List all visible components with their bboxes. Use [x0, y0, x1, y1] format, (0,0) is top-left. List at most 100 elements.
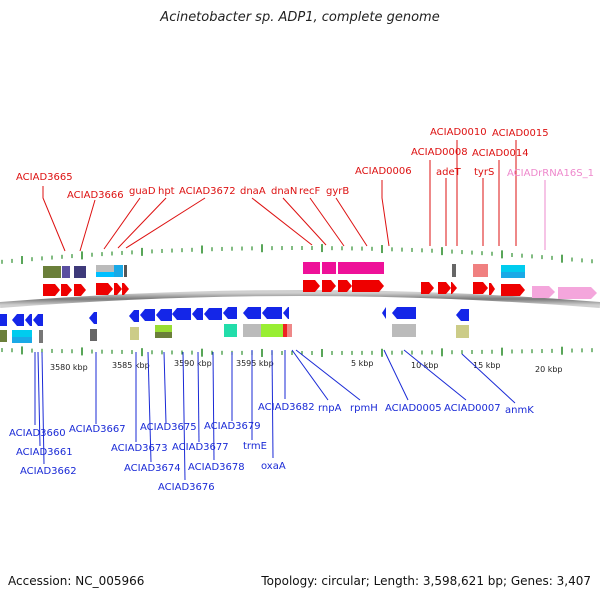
gene-arrow-forward — [43, 284, 60, 296]
top-leader-lines — [42, 140, 546, 252]
gene-label-anmk[interactable]: anmK — [505, 405, 534, 416]
gene-label-rnpa[interactable]: rnpA — [318, 403, 342, 414]
leader-line — [212, 351, 215, 461]
gene-label-aciad3676[interactable]: ACIAD3676 — [158, 482, 215, 493]
gene-label-aciad3665[interactable]: ACIAD3665 — [16, 172, 73, 183]
leader-line — [403, 349, 467, 401]
gene-label-aciad3678[interactable]: ACIAD3678 — [188, 462, 245, 473]
gene-label-oxaa[interactable]: oxaA — [261, 461, 286, 472]
leader-line — [295, 349, 361, 401]
gene-arrow-reverse — [25, 314, 32, 326]
reverse-genes — [0, 307, 469, 326]
leader-line — [103, 197, 141, 250]
bottom-labels: ACIAD3660 ACIAD3661 ACIAD3662 ACIAD3667 … — [9, 402, 534, 493]
cog-box — [74, 266, 86, 278]
ruler-label-15: 15 kbp — [473, 361, 501, 370]
cog-box — [338, 262, 352, 274]
gene-label-adet[interactable]: adeT — [436, 167, 462, 178]
leader-line — [41, 351, 45, 465]
bottom-leader-lines — [34, 349, 516, 481]
gene-label-aciad3682[interactable]: ACIAD3682 — [258, 402, 315, 413]
genome-summary-text: Topology: circular; Length: 3,598,621 bp… — [261, 574, 591, 588]
gene-arrow-forward — [114, 283, 122, 295]
forward-cog-boxes — [43, 262, 525, 278]
gene-arrow-reverse — [382, 307, 386, 319]
gene-label-rpmh[interactable]: rpmH — [350, 403, 378, 414]
gene-label-guad[interactable]: guaD — [129, 186, 156, 197]
gene-label-aciad3673[interactable]: ACIAD3673 — [111, 443, 168, 454]
gene-label-aciad3675[interactable]: ACIAD3675 — [140, 422, 197, 433]
gene-arrow-forward — [473, 282, 488, 294]
gene-label-aciad3667[interactable]: ACIAD3667 — [69, 424, 126, 435]
ruler-label-3590: 3590 kbp — [174, 359, 212, 368]
cog-box — [243, 324, 261, 337]
gene-arrow-reverse — [12, 314, 24, 326]
gene-label-aciad0014[interactable]: ACIAD0014 — [472, 148, 529, 159]
gene-label-aciad3660[interactable]: ACIAD3660 — [9, 428, 66, 439]
cog-box — [352, 262, 384, 274]
gene-arrow-reverse — [89, 312, 97, 324]
gene-label-aciadrrna16s-1[interactable]: ACIADrRNA16S_1 — [507, 168, 594, 179]
gene-label-gyrb[interactable]: gyrB — [326, 186, 349, 197]
cog-box — [124, 265, 127, 277]
gene-label-dnan[interactable]: dnaN — [271, 186, 297, 197]
gene-label-aciad0006[interactable]: ACIAD0006 — [355, 166, 412, 177]
cog-box — [39, 330, 43, 343]
leader-line — [309, 197, 345, 247]
gene-arrow-forward — [501, 284, 525, 296]
gene-label-aciad0010[interactable]: ACIAD0010 — [430, 127, 487, 138]
gene-label-aciad3666[interactable]: ACIAD3666 — [67, 190, 124, 201]
cog-box — [155, 325, 172, 332]
accession-text: Accession: NC_005966 — [8, 574, 145, 588]
gene-label-aciad3677[interactable]: ACIAD3677 — [172, 442, 229, 453]
gene-arrow-reverse — [204, 308, 222, 320]
ruler-labels: 3580 kbp 3585 kbp 3590 kbp 3595 kbp 5 kb… — [50, 359, 563, 374]
gene-arrow-reverse — [392, 307, 416, 319]
gene-label-aciad0008[interactable]: ACIAD0008 — [411, 147, 468, 158]
leader-line — [271, 349, 274, 459]
genome-backbone — [0, 290, 600, 308]
gene-arrow-forward — [303, 280, 320, 292]
leader-line — [383, 349, 409, 401]
top-labels: ACIAD3665 ACIAD3666 guaD hpt ACIAD3672 d… — [16, 127, 594, 201]
gene-label-aciad0015[interactable]: ACIAD0015 — [492, 128, 549, 139]
cog-box — [261, 324, 283, 337]
cog-box — [224, 324, 237, 337]
leader-line — [125, 197, 206, 249]
gene-label-aciad3662[interactable]: ACIAD3662 — [20, 466, 77, 477]
ruler-label-10: 10 kbp — [411, 361, 439, 370]
gene-label-aciad3679[interactable]: ACIAD3679 — [204, 421, 261, 432]
leader-line — [291, 349, 329, 401]
leader-line — [282, 197, 327, 246]
cog-box — [96, 265, 114, 272]
gene-label-tyrs[interactable]: tyrS — [474, 167, 494, 178]
gene-label-aciad3672[interactable]: ACIAD3672 — [179, 186, 236, 197]
gene-arrow-reverse — [172, 308, 191, 320]
ruler-label-5: 5 kbp — [351, 359, 373, 368]
gene-arrow-rrna — [532, 286, 555, 298]
gene-arrow-forward — [96, 283, 113, 295]
cog-box — [473, 264, 488, 277]
gene-label-aciad3674[interactable]: ACIAD3674 — [124, 463, 181, 474]
gene-label-aciad3661[interactable]: ACIAD3661 — [16, 447, 73, 458]
ruler-label-20: 20 kbp — [535, 365, 563, 374]
leader-line — [42, 186, 66, 252]
gene-arrow-forward — [451, 282, 457, 294]
gene-label-aciad0007[interactable]: ACIAD0007 — [444, 403, 501, 414]
cog-box — [12, 330, 32, 337]
gene-label-trme[interactable]: trmE — [243, 441, 267, 452]
leader-line — [381, 180, 390, 247]
gene-label-recf[interactable]: recF — [299, 186, 321, 197]
gene-label-dnaa[interactable]: dnaA — [240, 186, 266, 197]
gene-arrow-forward — [421, 282, 434, 294]
cog-box — [130, 327, 139, 340]
leader-line — [182, 351, 186, 481]
gene-label-hpt[interactable]: hpt — [158, 186, 175, 197]
gene-arrow-reverse — [283, 307, 289, 319]
gene-arrow-forward — [338, 280, 352, 292]
cog-box — [501, 265, 525, 272]
cog-box — [114, 265, 123, 277]
gene-label-aciad0005[interactable]: ACIAD0005 — [385, 403, 442, 414]
leader-line — [117, 197, 167, 249]
ruler-label-3595: 3595 kbp — [236, 359, 274, 368]
